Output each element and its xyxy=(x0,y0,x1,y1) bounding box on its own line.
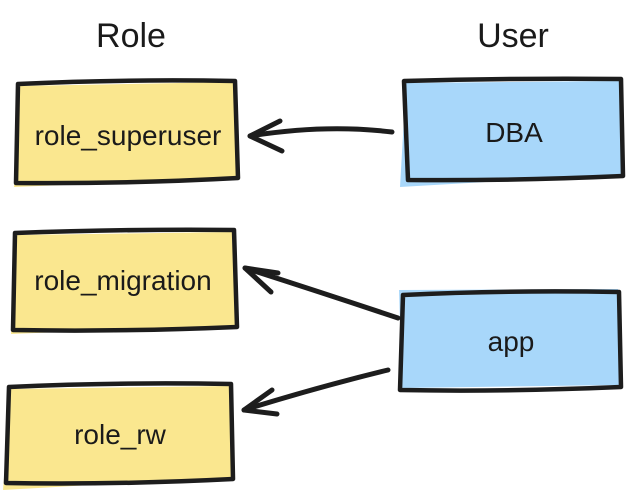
node-dba-label: DBA xyxy=(485,117,543,148)
node-role-rw: role_rw xyxy=(3,381,236,490)
node-role-superuser-border xyxy=(13,78,241,186)
arrow-app-to-role-rw xyxy=(241,367,391,417)
arrow-app-to-role-migration xyxy=(242,265,401,321)
arrow-app-to-role-migration-shaft xyxy=(242,265,401,321)
node-app-label: app xyxy=(488,326,535,357)
node-app-fill xyxy=(399,289,619,388)
arrow-dba-to-role-superuser-head xyxy=(247,118,285,154)
node-role-migration-label: role_migration xyxy=(34,265,211,296)
node-role-superuser-label: role_superuser xyxy=(35,120,222,151)
node-role-migration-fill xyxy=(11,232,235,334)
column-title-role: Role xyxy=(96,17,166,55)
node-app-border xyxy=(397,289,624,393)
node-role-rw-border xyxy=(3,381,236,486)
node-role-migration-border xyxy=(10,227,240,333)
node-role-migration: role_migration xyxy=(10,227,240,334)
arrow-dba-to-role-superuser xyxy=(247,118,395,154)
node-role-superuser-fill xyxy=(14,82,237,187)
node-app: app xyxy=(397,289,624,393)
arrow-app-to-role-migration-head xyxy=(242,265,281,295)
node-role-rw-fill xyxy=(3,386,231,490)
arrow-dba-to-role-superuser-shaft xyxy=(247,126,395,139)
arrow-app-to-role-rw-shaft xyxy=(241,367,391,413)
node-dba-border xyxy=(401,76,626,183)
node-role-rw-label: role_rw xyxy=(74,419,167,450)
node-dba-fill xyxy=(400,81,621,187)
arrow-app-to-role-rw-head xyxy=(241,387,280,417)
node-role-superuser: role_superuser xyxy=(13,78,241,187)
node-dba: DBA xyxy=(400,76,626,187)
column-title-user: User xyxy=(477,17,549,55)
